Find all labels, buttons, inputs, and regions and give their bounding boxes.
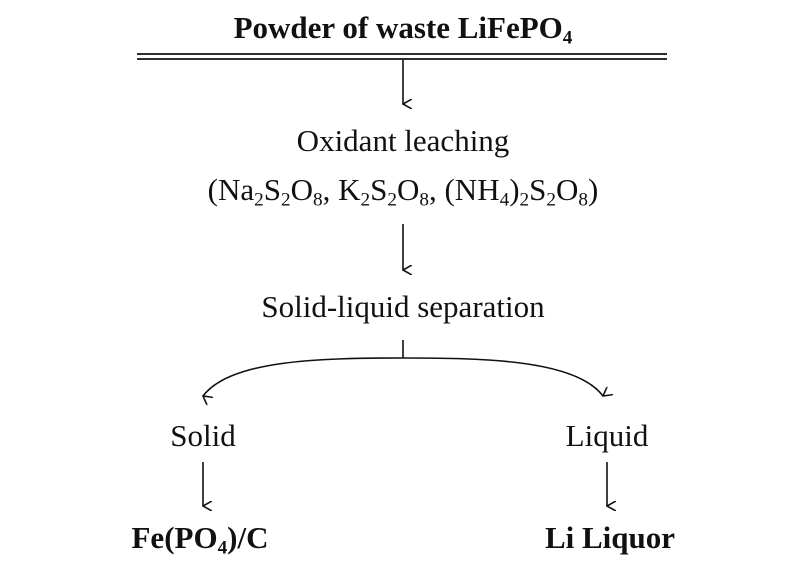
product-right-node: Li Liquor — [544, 520, 676, 555]
solid-node: Solid — [170, 418, 236, 453]
product-left-node: Fe(PO4)/C — [131, 520, 269, 559]
solid-liquid-separation-node: Solid-liquid separation — [261, 289, 545, 324]
split-curve-left — [203, 357, 404, 396]
start-node-title: Powder of waste LiFePO4 — [233, 10, 573, 49]
oxidant-list: (Na2S2O8, K2S2O8, (NH4)2S2O8) — [207, 172, 599, 211]
liquid-node: Liquid — [565, 418, 649, 453]
oxidant-leaching-title: Oxidant leaching — [296, 123, 510, 158]
split-curve-right — [402, 357, 603, 396]
